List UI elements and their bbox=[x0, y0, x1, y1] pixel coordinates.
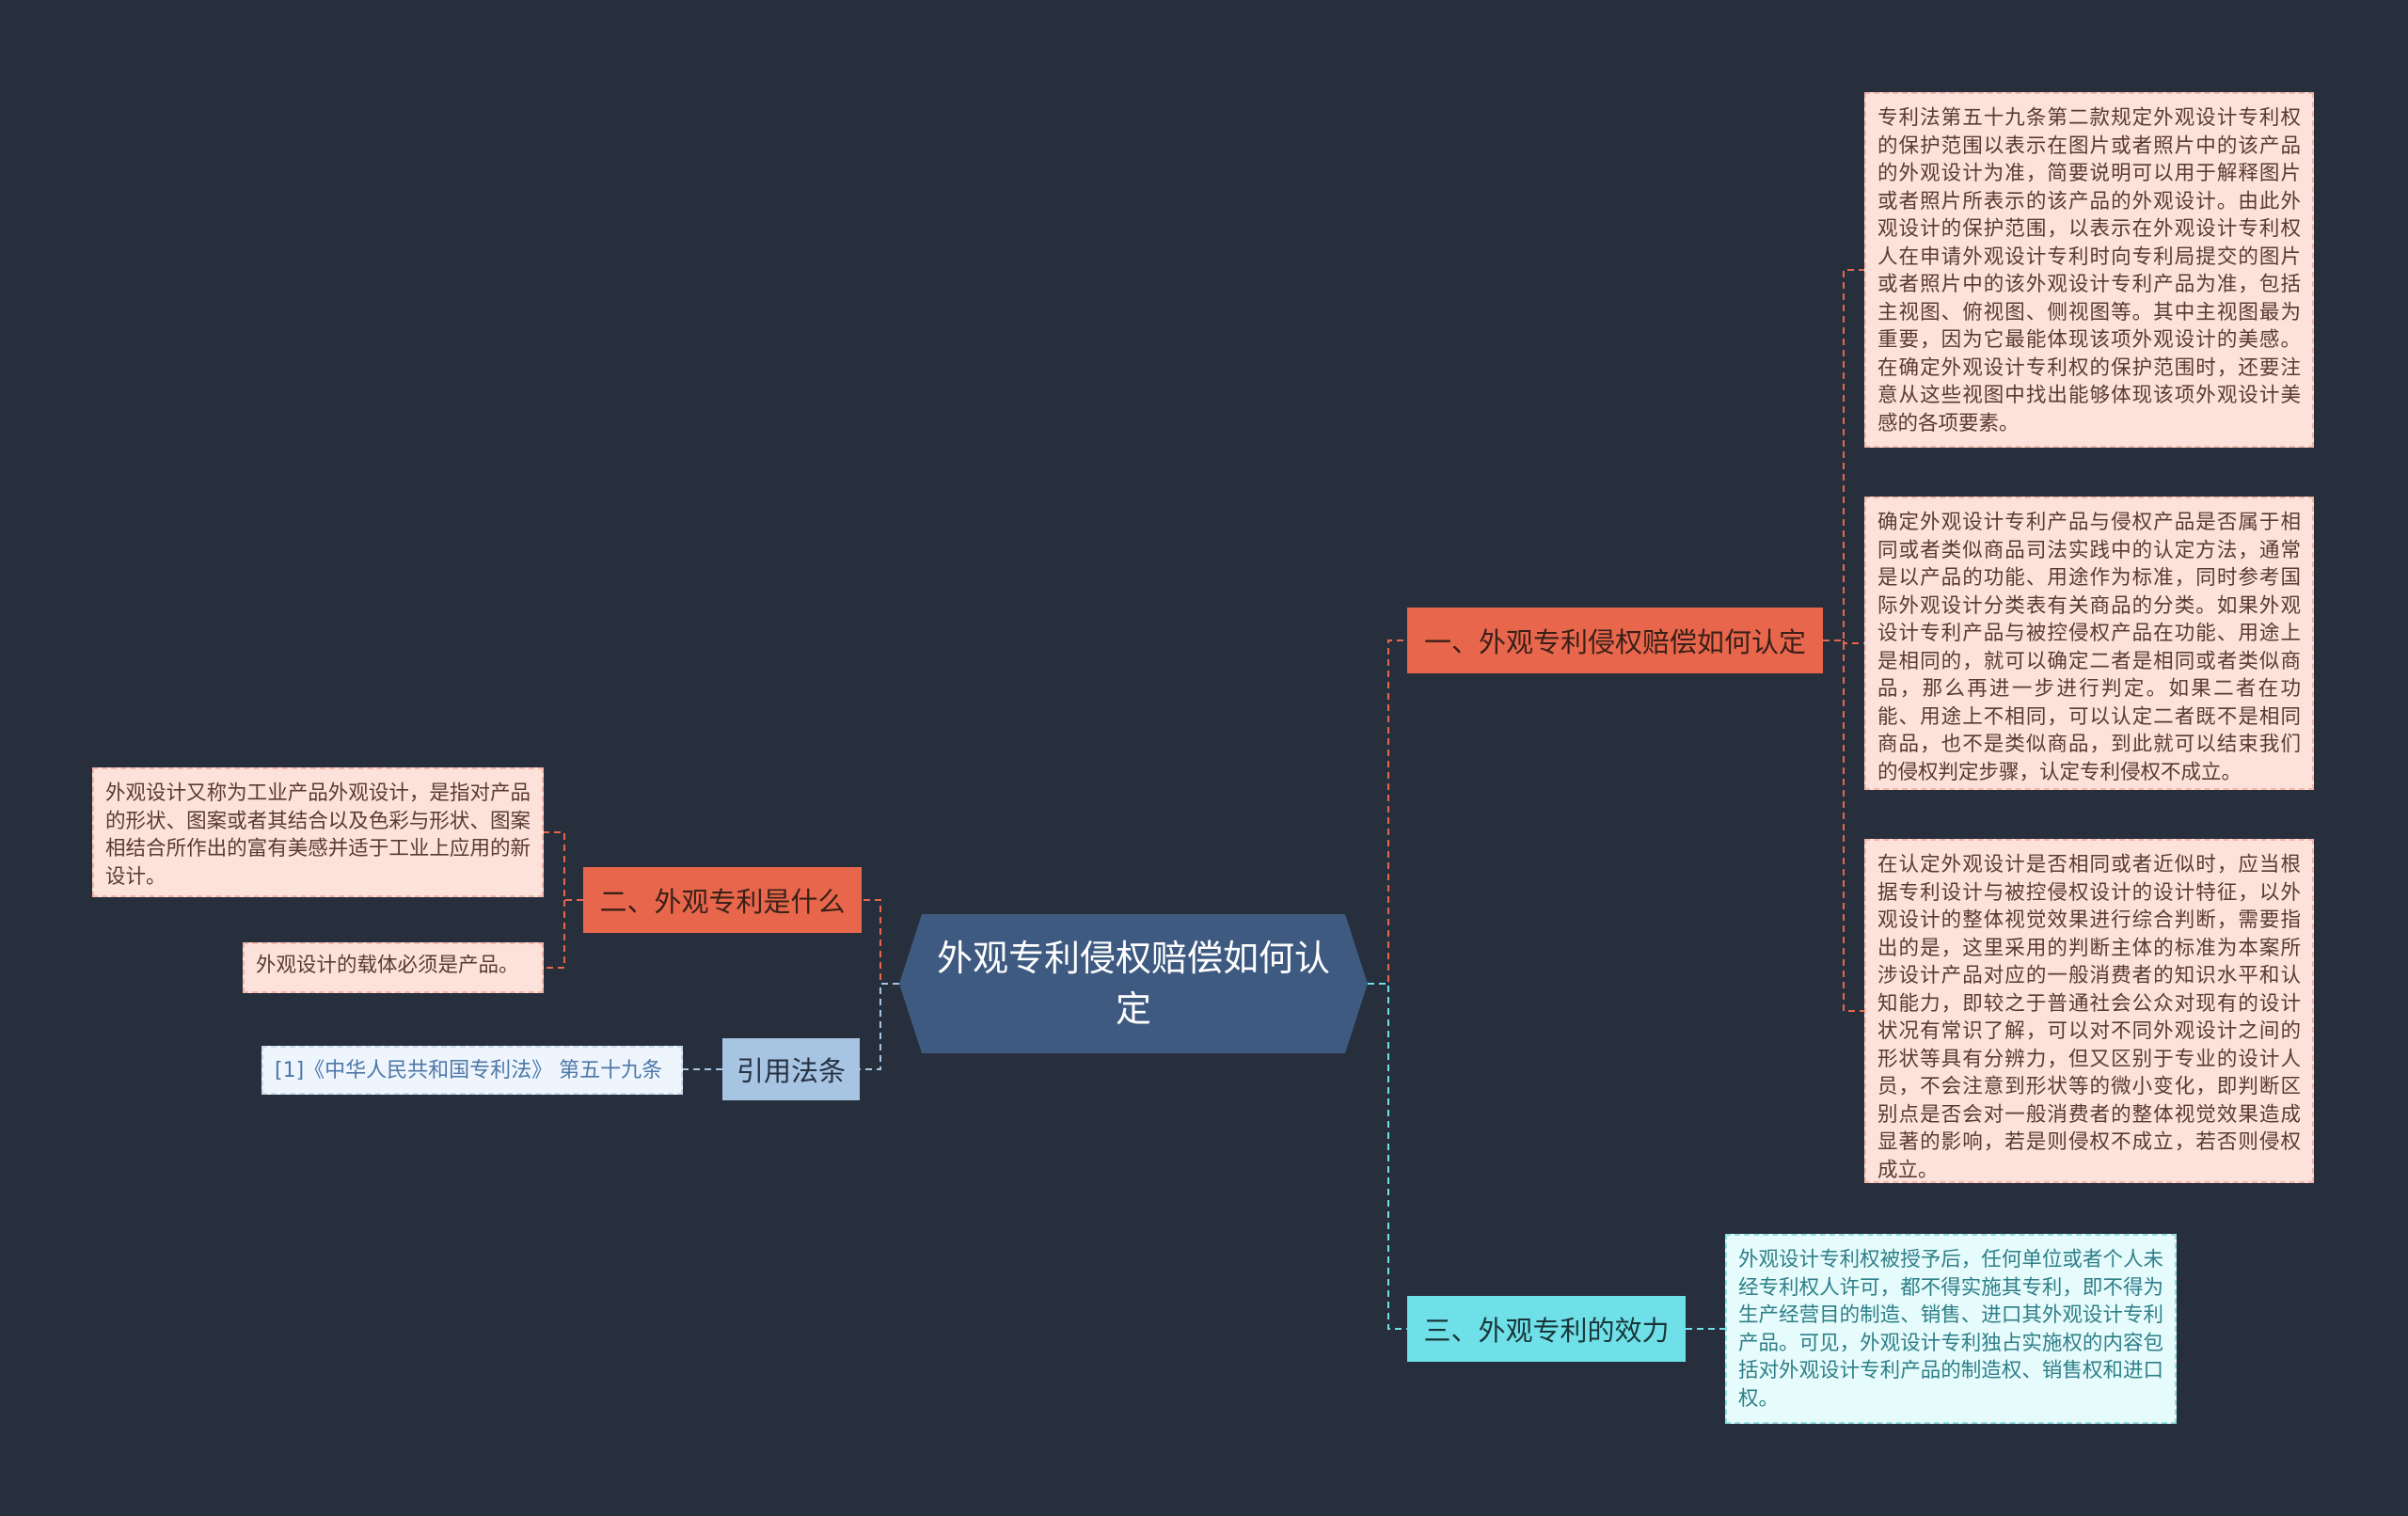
leaf-same-or-similar-goods[interactable]: 确定外观设计专利产品与侵权产品是否属于相同或者类似商品司法实践中的认定方法，通常… bbox=[1864, 497, 2314, 790]
branch-topic-1-label: 一、外观专利侵权赔偿如何认定 bbox=[1423, 626, 1806, 658]
leaf-design-similarity[interactable]: 在认定外观设计是否相同或者近似时，应当根据专利设计与被控侵权设计的设计特征，以外… bbox=[1864, 839, 2314, 1183]
connector-central-b2 bbox=[862, 899, 899, 985]
connector-b1-leaves bbox=[1823, 269, 1864, 1012]
leaf-protection-scope[interactable]: 专利法第五十九条第二款规定外观设计专利权的保护范围以表示在图片或者照片中的该产品… bbox=[1864, 92, 2314, 448]
connector-central-b3 bbox=[860, 983, 899, 1070]
branch-topic-3-label: 三、外观专利的效力 bbox=[1423, 1315, 1670, 1347]
leaf-design-definition[interactable]: 外观设计又称为工业产品外观设计，是指对产品的形状、图案或者其结合以及色彩与形状、… bbox=[92, 767, 544, 897]
connector-b2-leaves bbox=[544, 831, 583, 969]
central-topic-label: 外观专利侵权赔偿如何认定 bbox=[936, 938, 1330, 1030]
branch-topic-cited-law[interactable]: 引用法条 bbox=[722, 1038, 860, 1100]
connector-central-b4 bbox=[1368, 983, 1407, 1330]
branch-topic-1[interactable]: 一、外观专利侵权赔偿如何认定 bbox=[1407, 608, 1823, 673]
connector-central-b1 bbox=[1368, 640, 1407, 985]
leaf-patent-effect[interactable]: 外观设计专利权被授予后，任何单位或者个人未经专利权人许可，都不得实施其专利，即不… bbox=[1725, 1234, 2177, 1424]
branch-topic-cited-law-label: 引用法条 bbox=[736, 1055, 846, 1087]
branch-topic-2[interactable]: 二、外观专利是什么 bbox=[583, 867, 862, 933]
leaf-cited-law[interactable]: [1]《中华人民共和国专利法》 第五十九条 bbox=[261, 1046, 683, 1095]
central-topic[interactable]: 外观专利侵权赔偿如何认定 bbox=[899, 914, 1368, 1053]
branch-topic-3[interactable]: 三、外观专利的效力 bbox=[1407, 1296, 1686, 1362]
branch-topic-2-label: 二、外观专利是什么 bbox=[599, 886, 846, 918]
leaf-design-carrier[interactable]: 外观设计的载体必须是产品。 bbox=[243, 942, 544, 993]
